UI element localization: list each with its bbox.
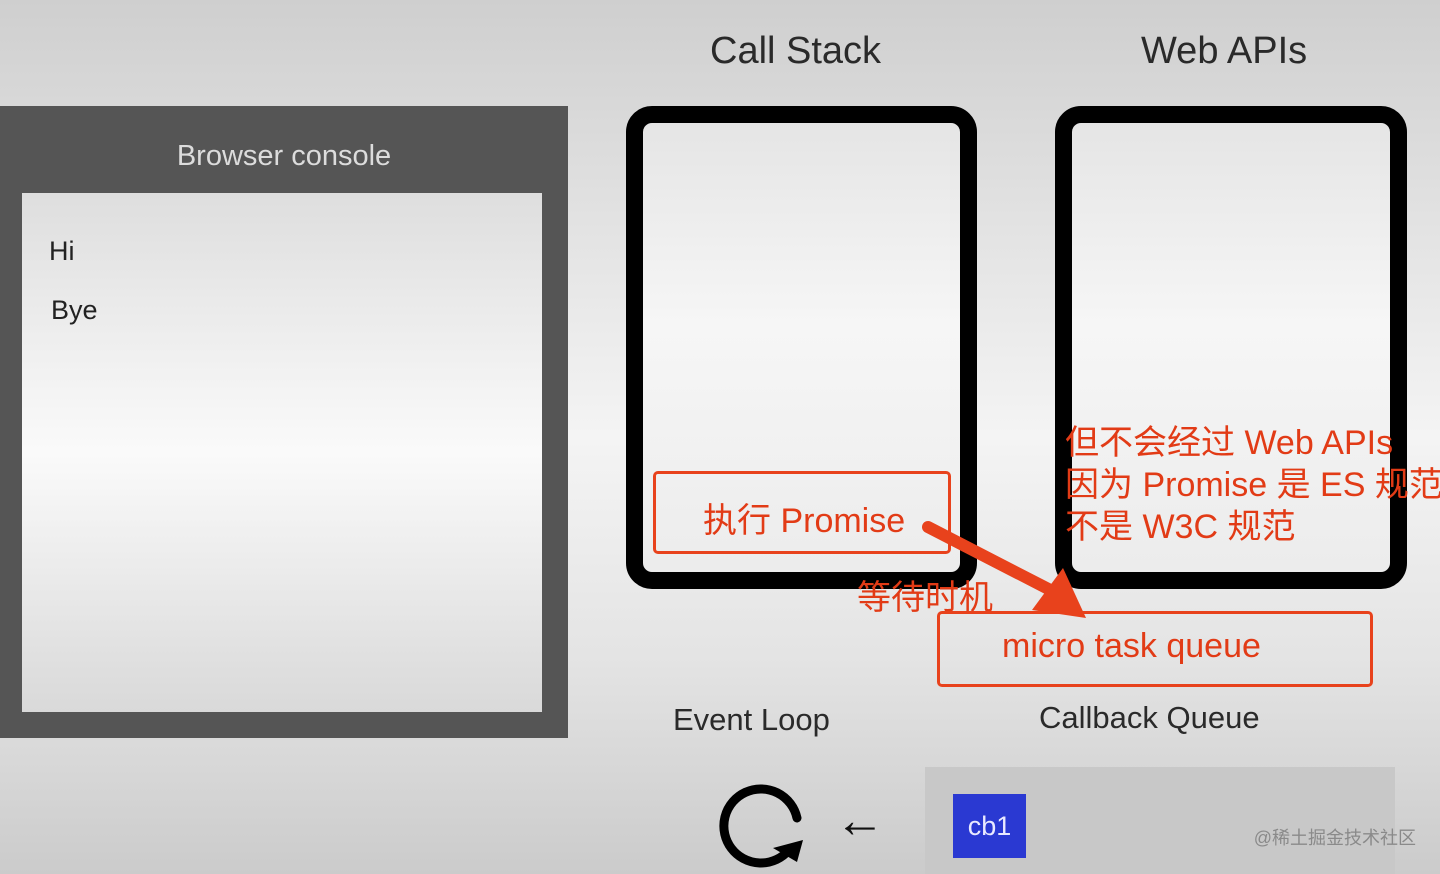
browser-console-output bbox=[22, 193, 542, 712]
promise-note-line-1: 但不会经过 Web APIs bbox=[1065, 424, 1394, 462]
console-line-hi: Hi bbox=[49, 236, 75, 266]
web-apis-title: Web APIs bbox=[1141, 30, 1308, 72]
call-stack-box bbox=[626, 106, 977, 589]
execute-promise-box bbox=[653, 471, 951, 554]
event-loop-label: Event Loop bbox=[673, 702, 830, 737]
web-apis-box bbox=[1055, 106, 1407, 589]
promise-note-line-2: 因为 Promise 是 ES 规范 bbox=[1065, 466, 1440, 504]
micro-task-queue-label: micro task queue bbox=[1002, 627, 1261, 665]
micro-task-queue-box bbox=[937, 611, 1373, 687]
promise-note-line-3: 不是 W3C 规范 bbox=[1065, 508, 1296, 546]
event-loop-cycle-icon bbox=[719, 784, 803, 868]
promise-note: 但不会经过 Web APIs 因为 Promise 是 ES 规范 不是 W3C… bbox=[1065, 422, 1440, 552]
callback-item-cb1: cb1 bbox=[953, 794, 1026, 858]
call-stack-title: Call Stack bbox=[710, 30, 882, 72]
callback-queue-label: Callback Queue bbox=[1039, 700, 1260, 735]
console-line-bye: Bye bbox=[51, 295, 98, 325]
watermark: @稀土掘金技术社区 bbox=[1253, 828, 1416, 848]
waiting-label: 等待时机 bbox=[857, 579, 993, 617]
browser-console-title: Browser console bbox=[176, 140, 392, 172]
left-arrow-icon: ← bbox=[835, 792, 885, 848]
red-arrow-icon bbox=[922, 521, 1086, 618]
execute-promise-label: 执行 Promise bbox=[703, 502, 906, 540]
